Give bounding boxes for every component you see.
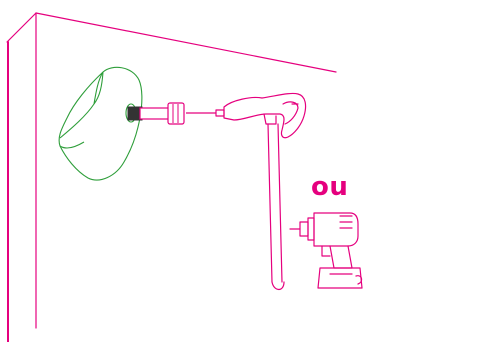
wall-lines — [6, 12, 337, 343]
cordless-drill-icon — [289, 212, 363, 289]
t-handle-allen-key-icon — [215, 92, 307, 291]
lamp-shade-icon — [58, 66, 143, 181]
or-label: ou — [311, 172, 349, 202]
wall-anchor-bolt-icon — [127, 102, 216, 125]
